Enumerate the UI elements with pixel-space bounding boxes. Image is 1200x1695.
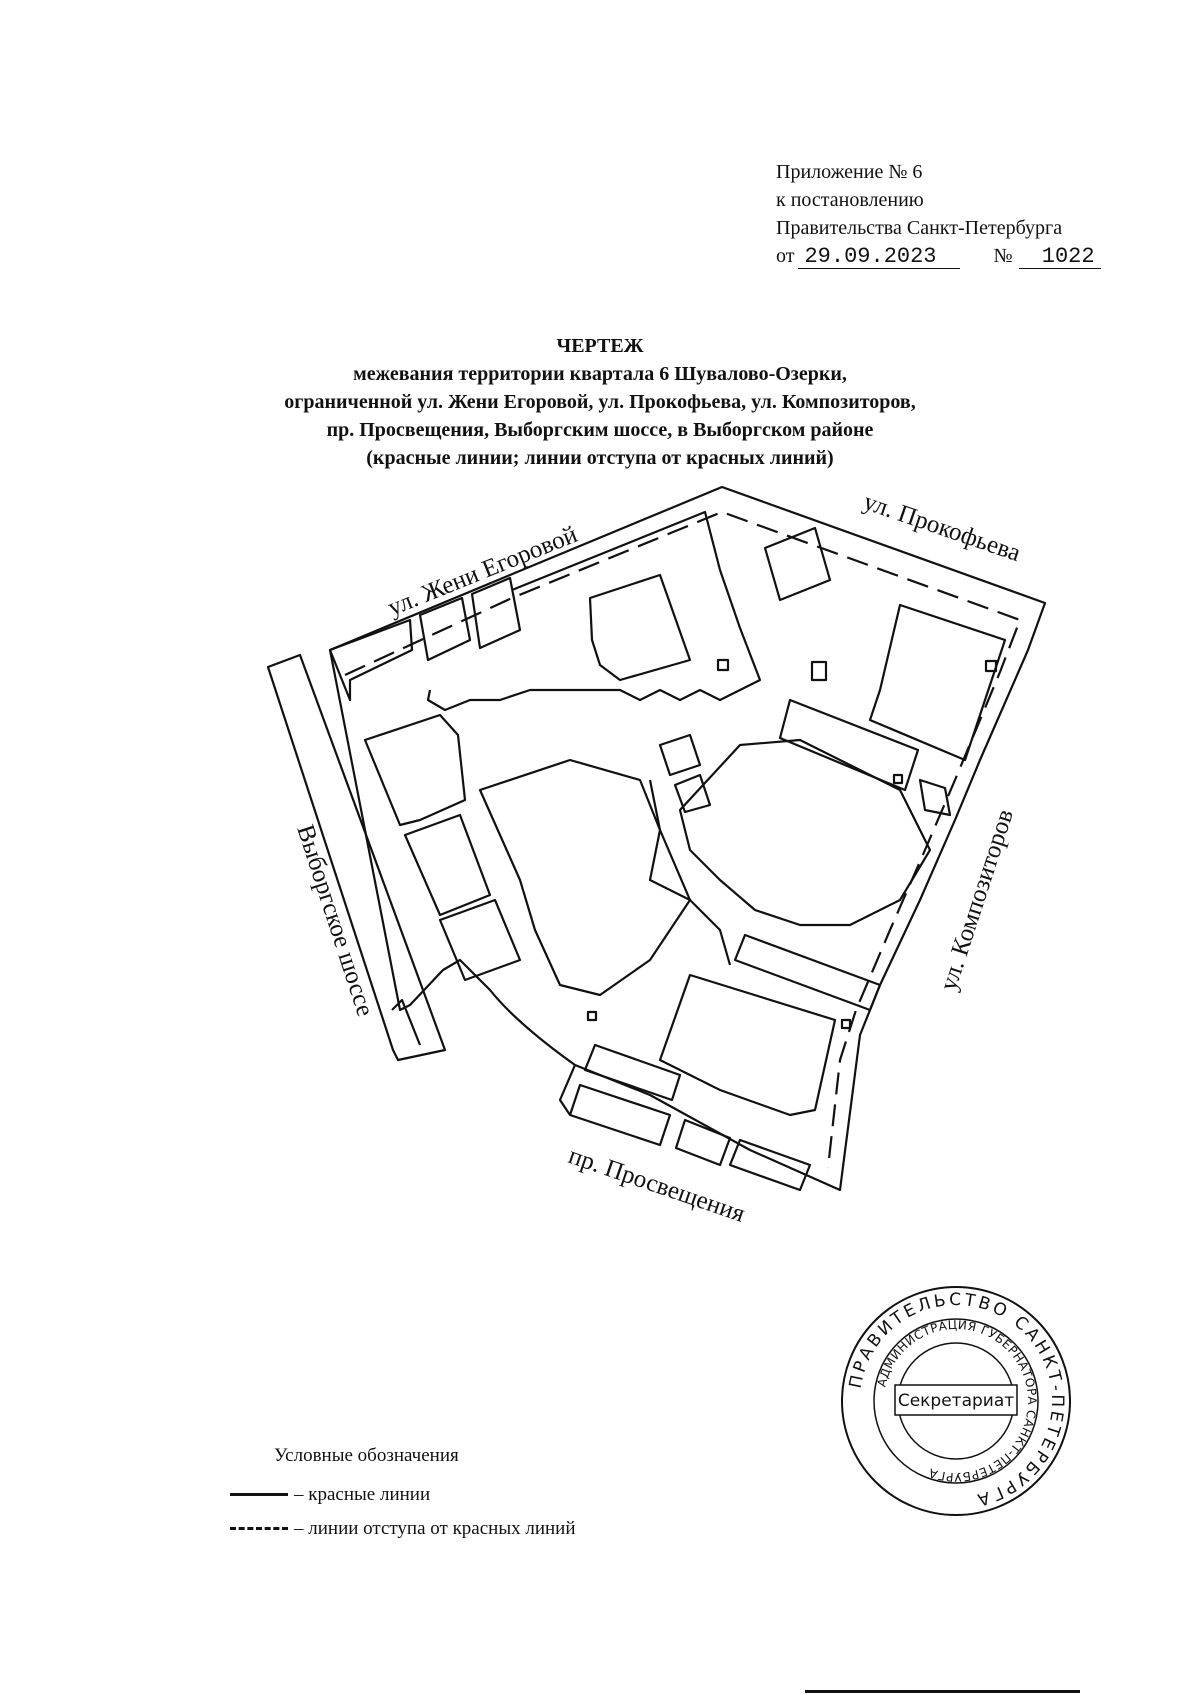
official-stamp: ПРАВИТЕЛЬСТВО САНКТ-ПЕТЕРБУРГА АДМИНИСТР…	[841, 1286, 1071, 1516]
title-line-4: (красные линии; линии отступа от красных…	[366, 447, 834, 469]
parcel-south-3	[728, 1138, 812, 1192]
vyborgskoe-strip	[266, 653, 447, 1062]
marker-5	[586, 1010, 598, 1022]
appendix-block: Приложение № 6 к постановлению Правитель…	[776, 158, 1101, 270]
appendix-line-2: к постановлению	[776, 189, 924, 211]
legend-row-red-lines: – красные линии	[230, 1483, 430, 1506]
block-south-large	[658, 973, 837, 1117]
appendix-line-1: Приложение № 6	[776, 161, 923, 183]
parcel-west-low	[403, 813, 492, 917]
date-prefix: от	[776, 245, 795, 267]
block-small-3	[918, 778, 952, 817]
legend-swatch-dashed	[230, 1527, 288, 1531]
street-label-zheni-egorovoy: ул. Жени Егоровой	[384, 521, 581, 622]
outer-red-line	[328, 485, 1047, 1192]
marker-2	[810, 660, 828, 682]
decree-date: 29.09.2023	[798, 246, 961, 269]
parcel-nw-3	[470, 576, 522, 650]
marker-6	[840, 1018, 852, 1030]
title-line-1: межевания территории квартала 6 Шувалово…	[353, 363, 847, 385]
block-east-bar	[778, 698, 920, 792]
marker-3	[984, 659, 998, 673]
decree-number: 1022	[1018, 246, 1101, 269]
appendix-line-3: Правительства Санкт-Петербурга	[776, 217, 1063, 239]
block-ne-small	[763, 526, 832, 602]
parcel-n-road	[426, 510, 762, 712]
parcel-south-road	[558, 1064, 577, 1116]
title-line-3: пр. Просвещения, Выборгским шоссе, в Выб…	[326, 419, 874, 441]
block-small-1	[658, 733, 702, 777]
street-label-prosvescheniya: пр. Просвещения	[565, 1142, 749, 1228]
block-ne	[868, 603, 1007, 762]
stamp-center-text: Секретариат	[898, 1391, 1014, 1411]
block-north	[588, 573, 692, 682]
street-label-prokofieva: ул. Прокофьева	[860, 488, 1024, 567]
parcel-south-2	[674, 1118, 732, 1167]
legend-label-setback: – линии отступа от красных линий	[294, 1517, 576, 1539]
block-central	[478, 758, 692, 997]
block-central-east	[678, 738, 932, 927]
document-title: ЧЕРТЕЖ межевания территории квартала 6 Ш…	[0, 332, 1200, 472]
legend-row-setback: – линии отступа от красных линий	[230, 1517, 576, 1540]
street-label-vyborgskoe: Выборгское шоссе	[291, 822, 378, 1020]
parcel-south-west	[583, 1043, 682, 1102]
road-curve	[648, 779, 732, 966]
marker-1	[716, 658, 730, 672]
vyborgskoe-strip-inner	[391, 998, 422, 1046]
parcel-nw-1	[328, 618, 414, 702]
parcel-west-bottom	[438, 898, 522, 982]
legend-swatch-solid	[230, 1493, 288, 1497]
parcel-south-1	[568, 1083, 672, 1147]
legend-title: Условные обозначения	[274, 1445, 459, 1466]
block-south-bar	[733, 933, 882, 1012]
parcel-west-mid	[363, 713, 467, 827]
block-small-2	[673, 773, 712, 814]
parcel-nw-2	[418, 596, 472, 662]
number-prefix: №	[993, 245, 1013, 267]
legend-label-red-lines: – красные линии	[294, 1483, 431, 1505]
title-heading: ЧЕРТЕЖ	[556, 335, 644, 357]
bottom-signature-line	[805, 1690, 1080, 1693]
marker-4	[892, 773, 904, 785]
title-line-2: ограниченной ул. Жени Егоровой, ул. Прок…	[284, 391, 916, 413]
